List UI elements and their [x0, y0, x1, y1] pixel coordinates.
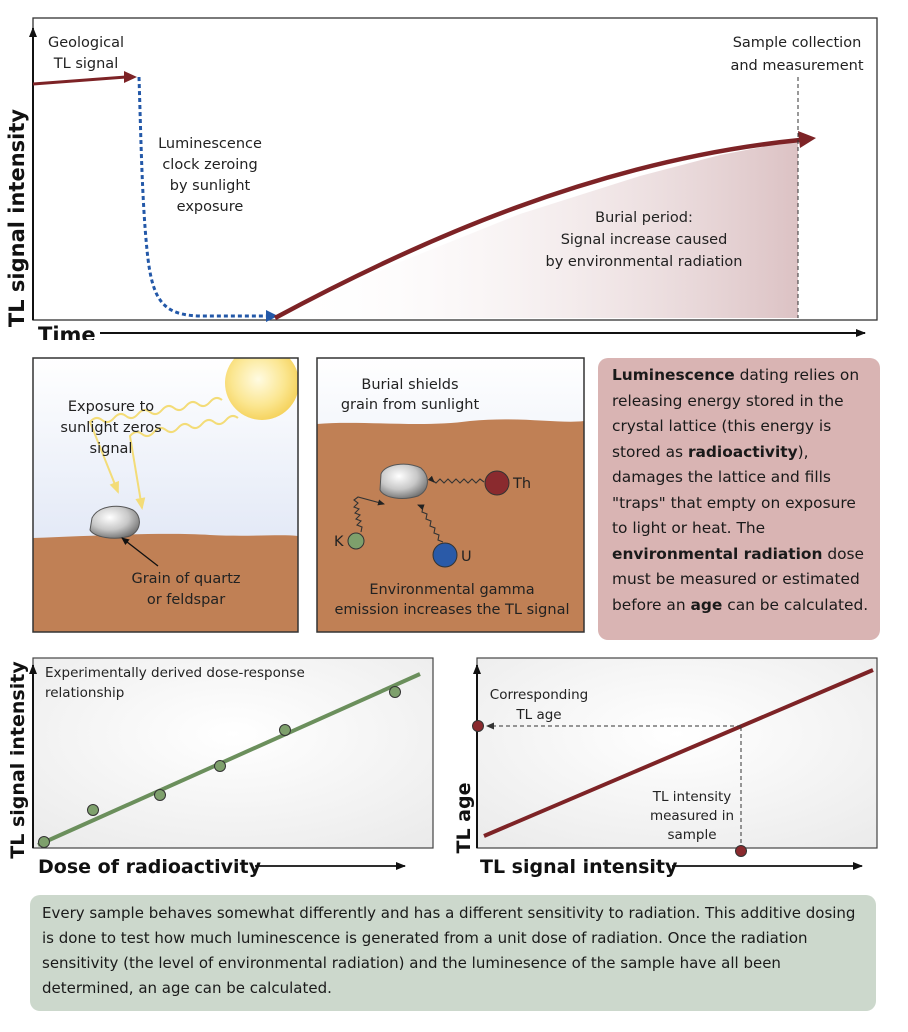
- dose-response-plot: TL signal intensity Dose of radioactivit…: [7, 657, 434, 878]
- burial-text-1: Burial shields: [361, 377, 458, 393]
- dose-title-1: Experimentally derived dose-response: [45, 665, 305, 681]
- info-text-b: ), damages the lattice and fills "traps"…: [612, 442, 856, 538]
- age-line: [483, 668, 874, 838]
- geological-signal-text-1: Geological: [48, 35, 124, 51]
- tl-age-point: [472, 720, 484, 732]
- uranium-emission: [417, 504, 444, 543]
- uranium-label: U: [461, 549, 472, 565]
- geological-signal-line: [32, 75, 127, 86]
- info-bold-age: age: [690, 595, 723, 614]
- timeline-y-label: TL signal intensity: [5, 109, 29, 327]
- zeroing-arrow: [266, 310, 278, 322]
- burial-signal-arrow: [798, 131, 816, 148]
- exposure-text-3: signal: [90, 441, 133, 457]
- burial-panel: Th K U Burial shields grain from sunligh…: [316, 357, 585, 633]
- sample-collection-text-2: and measurement: [730, 58, 863, 74]
- exposure-frame: [32, 357, 299, 633]
- grain-label-1: Grain of quartz: [131, 571, 240, 587]
- luminescence-info-box: Luminescence dating relies on releasing …: [598, 358, 880, 640]
- info-text-d: can be calculated.: [722, 595, 869, 614]
- dose-x-label: Dose of radioactivity: [38, 856, 262, 878]
- burial-shading: [275, 140, 798, 318]
- grain-label-2: or feldspar: [147, 592, 225, 608]
- uranium-icon: [432, 542, 458, 568]
- sun-clip-top: [20, 340, 310, 358]
- exposure-text-2: sunlight zeros: [60, 420, 161, 436]
- info-bold-radioactivity: radioactivity: [687, 442, 798, 461]
- corresponding-text-1: Corresponding: [490, 687, 588, 703]
- sun-icon: [225, 346, 299, 420]
- potassium-label: K: [334, 534, 344, 550]
- data-point: [87, 804, 99, 816]
- potassium-icon: [347, 532, 365, 550]
- fit-line: [37, 672, 421, 847]
- measured-text-1: TL intensity: [652, 789, 732, 805]
- thorium-label: Th: [512, 476, 531, 492]
- thorium-emission: [427, 475, 485, 484]
- sun-ray-2: [128, 414, 239, 510]
- exposure-text-1: Exposure to: [68, 399, 154, 415]
- dose-y-label: TL signal intensity: [7, 661, 29, 859]
- buried-grain: [379, 463, 428, 499]
- zeroing-text-3: by sunlight: [170, 178, 251, 194]
- zeroing-text-1: Luminescence: [158, 136, 262, 152]
- data-point: [38, 836, 50, 848]
- data-point: [154, 789, 166, 801]
- measured-text-3: sample: [667, 827, 716, 843]
- quartz-grain: [89, 505, 140, 539]
- note-text: Every sample behaves somewhat differentl…: [42, 904, 856, 997]
- potassium-emission: [353, 496, 385, 533]
- measured-point: [735, 845, 747, 857]
- burial-text-2: grain from sunlight: [341, 397, 480, 413]
- info-text-a: dating relies on releasing energy stored…: [612, 366, 860, 461]
- data-point: [214, 760, 226, 772]
- age-plot: TL age TL signal intensity Corresponding…: [453, 657, 878, 878]
- sun-ray-1: [88, 396, 223, 494]
- gamma-text-2: emission increases the TL signal: [334, 602, 569, 618]
- info-bold-luminescence: Luminescence: [612, 366, 735, 384]
- measured-text-2: measured in: [650, 808, 734, 824]
- burial-text-3: by environmental radiation: [545, 254, 742, 270]
- age-x-label: TL signal intensity: [480, 856, 678, 878]
- data-point: [389, 686, 401, 698]
- timeline-panel: TL signal intensity Time Geological TL s…: [5, 17, 878, 347]
- burial-frame: [316, 357, 585, 633]
- sensitivity-note-box: Every sample behaves somewhat differentl…: [30, 895, 876, 1011]
- info-text-c: dose must be measured or estimated befor…: [612, 544, 865, 614]
- zeroing-text-4: exposure: [177, 199, 244, 215]
- grain-pointer: [121, 537, 159, 567]
- burial-ground: [317, 419, 584, 632]
- exposure-ground: [33, 533, 298, 632]
- geological-signal-text-2: TL signal: [53, 56, 118, 72]
- info-bold-environmental-radiation: environmental radiation: [612, 544, 823, 563]
- burial-text-2: Signal increase caused: [561, 232, 728, 248]
- sun-clip: [298, 340, 318, 420]
- thorium-icon: [484, 470, 510, 496]
- data-point: [279, 724, 291, 736]
- zeroing-text-2: clock zeroing: [162, 157, 257, 173]
- burial-signal-curve: [273, 137, 801, 320]
- age-y-label: TL age: [453, 783, 475, 854]
- burial-text-1: Burial period:: [595, 210, 693, 226]
- geological-signal-arrow: [124, 71, 137, 83]
- corresponding-text-2: TL age: [515, 707, 561, 723]
- gamma-text-1: Environmental gamma: [369, 582, 534, 598]
- exposure-panel: Exposure to sunlight zeros signal Grain …: [20, 340, 318, 633]
- dose-title-2: relationship: [45, 685, 124, 701]
- sample-collection-text-1: Sample collection: [733, 35, 862, 51]
